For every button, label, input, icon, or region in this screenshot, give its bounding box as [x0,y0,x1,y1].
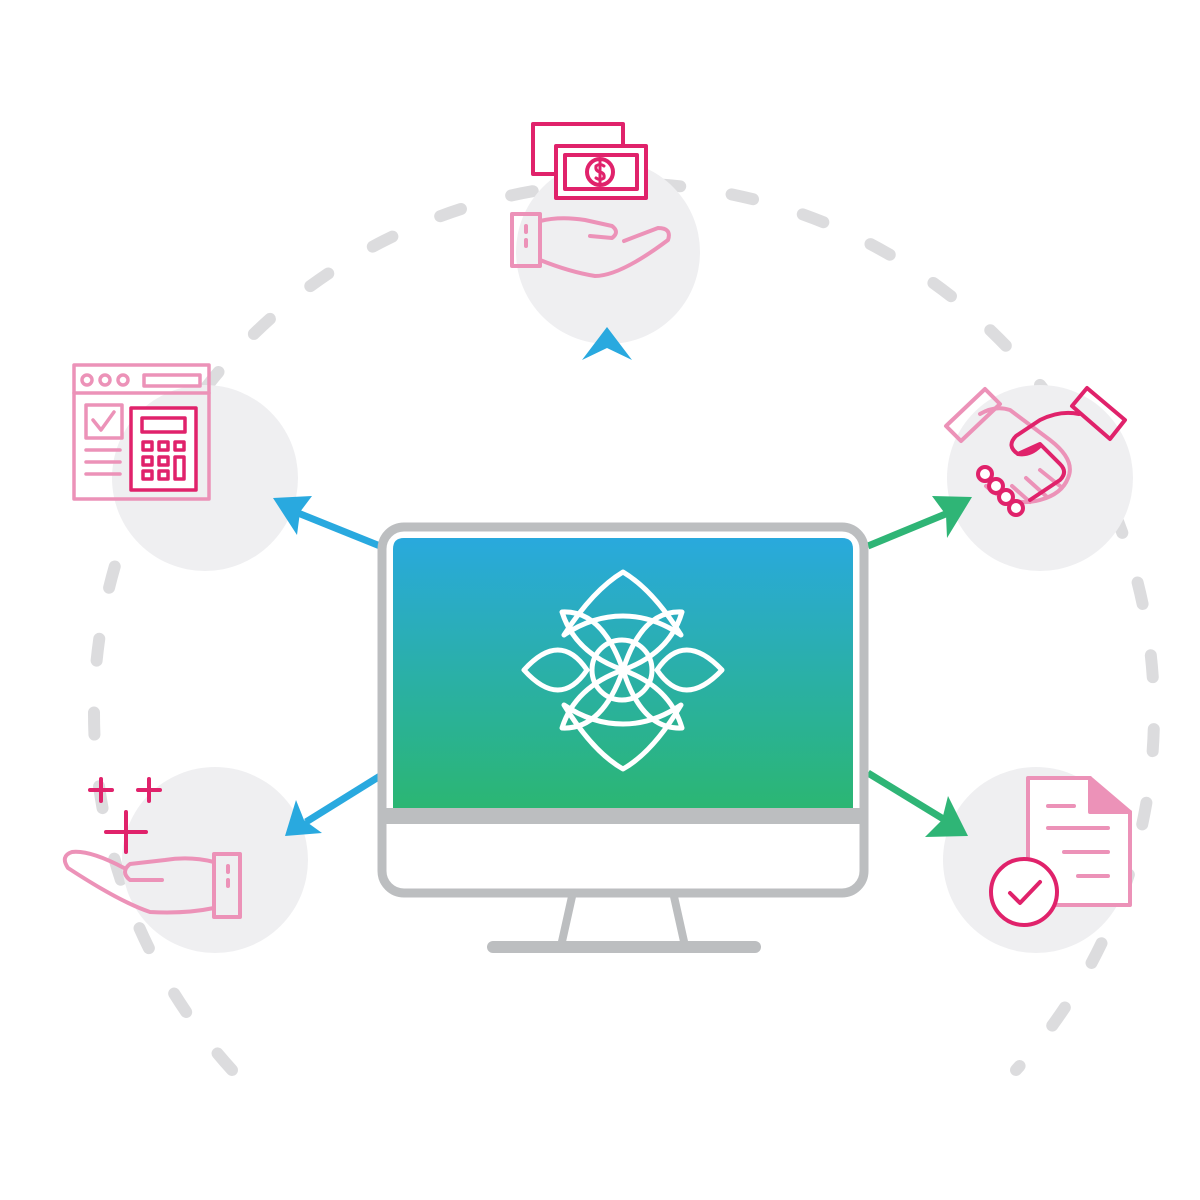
flower-logo-icon [521,569,725,772]
arrow-lower-right [866,770,968,837]
monitor-chin-divider [386,808,860,824]
arrow-upper-right [866,496,972,550]
dashed-ring [88,177,1160,1076]
hand-with-plus-icon [62,777,242,919]
calculator-document-icon [72,363,211,501]
node-circle-top [516,160,700,344]
handshake-icon [944,386,1127,517]
node-circle-upper-right [947,385,1133,571]
arrow-lower-left [285,773,382,836]
monitor-base [487,941,761,953]
arrow-up [582,327,632,522]
approved-document-icon [989,776,1132,927]
arrow-upper-left [273,496,382,550]
desktop-monitor [377,522,869,953]
cash-in-hand-icon [510,122,671,278]
monitor-stand [557,888,689,950]
